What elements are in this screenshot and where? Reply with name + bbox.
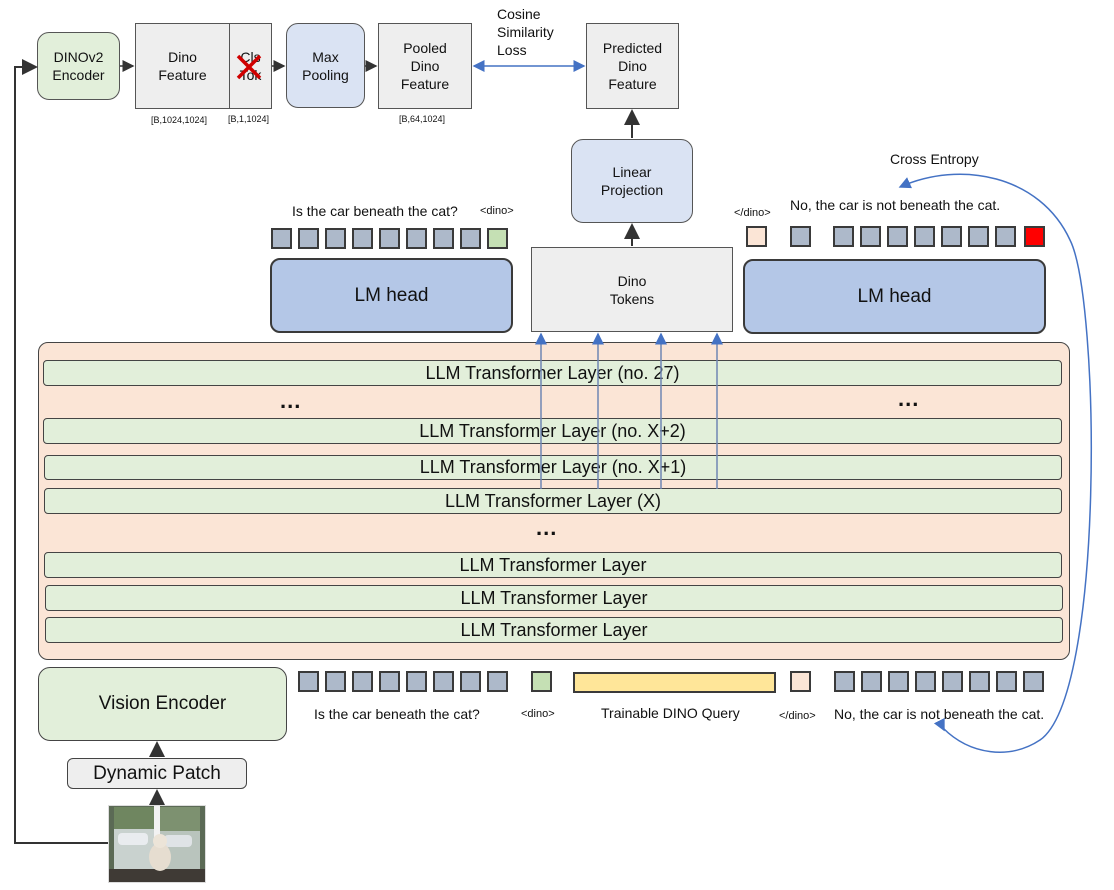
output-answer-token (790, 226, 811, 247)
red-cross-icon (236, 54, 262, 80)
output-question-token (406, 228, 427, 249)
transformer-layer-27: LLM Transformer Layer (no. 27) (43, 360, 1062, 386)
input-answer-token (969, 671, 990, 692)
lm-head-right-label: LM head (857, 285, 932, 307)
input-answer-text: No, the car is not beneath the cat. (834, 706, 1045, 722)
transformer-layer-generic: LLM Transformer Layer (45, 585, 1063, 611)
layer-ellipsis-middle: ... (536, 515, 558, 540)
predicted-dino-feature-box: Predicted Dino Feature (586, 23, 679, 109)
dino-tokens-box: Dino Tokens (531, 247, 733, 332)
vision-encoder-box: Vision Encoder (38, 667, 287, 741)
output-answer-token (914, 226, 935, 247)
input-dino-open-token (531, 671, 552, 692)
output-answer-token (833, 226, 854, 247)
output-answer-token-red (1024, 226, 1045, 247)
output-question-token (352, 228, 373, 249)
output-answer-token (968, 226, 989, 247)
dino-feature-shape: [B,1024,1024] (151, 115, 208, 125)
transformer-layer-x: LLM Transformer Layer (X) (44, 488, 1062, 514)
input-answer-token (834, 671, 855, 692)
dinov2-encoder-box: DINOv2 Encoder (37, 32, 120, 100)
transformer-layer-label: LLM Transformer Layer (460, 587, 648, 608)
transformer-layer-x-label: LLM Transformer Layer (X) (444, 490, 662, 511)
trainable-dino-query-label: Trainable DINO Query (601, 705, 740, 721)
vision-encoder-label: Vision Encoder (98, 693, 227, 714)
input-question-token (325, 671, 346, 692)
input-answer-token (861, 671, 882, 692)
transformer-layer-generic: LLM Transformer Layer (44, 552, 1062, 578)
transformer-layer-x2: LLM Transformer Layer (no. X+2) (43, 418, 1062, 444)
input-answer-token (996, 671, 1017, 692)
input-answer-token (1023, 671, 1044, 692)
layer-ellipsis-left: ... (280, 388, 302, 413)
output-question-text: Is the car beneath the cat? (292, 203, 458, 219)
input-question-token (460, 671, 481, 692)
transformer-layer-x2-label: LLM Transformer Layer (no. X+2) (419, 420, 686, 441)
cross-entropy-label: Cross Entropy (890, 151, 979, 167)
output-question-token (325, 228, 346, 249)
input-cat-photo (108, 805, 206, 883)
transformer-layer-x1: LLM Transformer Layer (no. X+1) (44, 455, 1062, 480)
input-answer-token (888, 671, 909, 692)
trainable-dino-query-bar (573, 672, 776, 693)
dynamic-patch-label: Dynamic Patch (93, 762, 221, 784)
linear-projection-box: Linear Projection (571, 139, 693, 223)
output-answer-token (941, 226, 962, 247)
predicted-dino-feature-label: Predicted Dino Feature (602, 40, 663, 92)
pooled-shape: [B,64,1024] (399, 114, 446, 124)
output-question-token (298, 228, 319, 249)
lm-head-left: LM head (270, 258, 513, 333)
output-dino-close-token (746, 226, 767, 247)
input-dino-close-token (790, 671, 811, 692)
input-question-token (433, 671, 454, 692)
output-answer-text: No, the car is not beneath the cat. (790, 197, 1001, 213)
output-dino-open-token (487, 228, 508, 249)
layer-ellipsis-right: ... (898, 386, 920, 411)
output-question-token (460, 228, 481, 249)
linear-projection-label: Linear Projection (600, 164, 664, 198)
transformer-layer-x1-label: LLM Transformer Layer (no. X+1) (419, 457, 687, 477)
lm-head-right: LM head (743, 259, 1046, 334)
output-answer-token (887, 226, 908, 247)
transformer-layer-generic: LLM Transformer Layer (45, 617, 1063, 643)
input-question-token (379, 671, 400, 692)
input-question-token (406, 671, 427, 692)
input-dino-open-tag: <dino> (521, 708, 555, 720)
dinov2-encoder-label: DINOv2 Encoder (52, 49, 105, 83)
max-pooling-box: Max Pooling (286, 23, 365, 108)
input-question-text: Is the car beneath the cat? (314, 706, 480, 722)
input-question-token (352, 671, 373, 692)
output-question-token (271, 228, 292, 249)
transformer-layer-27-label: LLM Transformer Layer (no. 27) (425, 362, 680, 383)
transformer-layer-label: LLM Transformer Layer (460, 619, 648, 640)
transformer-layer-label: LLM Transformer Layer (459, 554, 647, 575)
output-dino-close-tag: </dino> (734, 207, 771, 219)
output-question-token (379, 228, 400, 249)
dynamic-patch-box: Dynamic Patch (67, 758, 247, 789)
pooled-dino-feature-box: Pooled Dino Feature (378, 23, 472, 109)
dino-feature-label: Dino Feature (158, 49, 207, 83)
output-answer-token (860, 226, 881, 247)
input-answer-token (942, 671, 963, 692)
cls-tok-shape: [B,1,1024] (228, 114, 270, 124)
input-question-token (298, 671, 319, 692)
input-question-token (487, 671, 508, 692)
output-question-token (433, 228, 454, 249)
dino-tokens-label: Dino Tokens (609, 272, 655, 307)
cosine-loss-label: Cosine Similarity Loss (497, 6, 554, 58)
input-dino-close-tag: </dino> (779, 710, 816, 722)
output-answer-token (995, 226, 1016, 247)
max-pooling-label: Max Pooling (302, 48, 349, 83)
input-answer-token (915, 671, 936, 692)
pooled-dino-feature-label: Pooled Dino Feature (400, 40, 450, 92)
output-dino-open-tag: <dino> (480, 205, 514, 217)
lm-head-left-label: LM head (354, 284, 429, 306)
